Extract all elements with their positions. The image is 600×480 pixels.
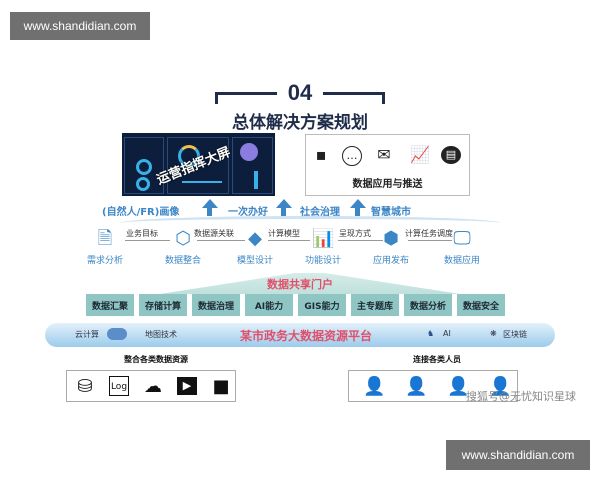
database-icon: ⛁ — [77, 375, 93, 397]
page-title: 总体解决方案规划 — [232, 113, 368, 133]
log-file-icon: Log — [109, 376, 129, 396]
platform-tech: 地图技术 — [145, 330, 177, 339]
step-item: ⬢应用发布 — [372, 228, 409, 266]
resources-box: ⛁ Log ☁ ▶ ■ — [66, 370, 236, 402]
modules-row: 数据汇聚 存储计算 数据治理 AI能力 GIS能力 主专题库 数据分析 数据安全 — [86, 294, 505, 316]
step-item: ◆模型设计 — [236, 228, 273, 266]
document-icon: ▤ — [441, 146, 461, 164]
resources-label: 整合各类数据资源 — [124, 355, 188, 364]
step-item: ⬡数据整合 — [164, 228, 201, 266]
step-item: 🖵数据应用 — [443, 228, 480, 266]
arrow-up-icon — [276, 199, 292, 216]
people-box: 👤 👤 👤 👤 — [348, 370, 518, 402]
play-icon: ▶ — [177, 377, 197, 395]
person-icon: 👤 — [489, 375, 512, 397]
module-box: 数据治理 — [192, 294, 240, 316]
dashboard-screenshot: 运营指挥大屏 — [122, 133, 275, 196]
robot-icon: ♞ — [427, 329, 435, 338]
module-box: 数据安全 — [457, 294, 505, 316]
platform-title: 某市政务大数据资源平台 — [240, 329, 373, 343]
platform-tech: AI — [443, 329, 451, 338]
connector-label: 数据源关联 — [194, 229, 234, 238]
person-icon: 👤 — [447, 375, 470, 397]
box-icon: ⬢ — [383, 228, 399, 249]
step-item: 🗎需求分析 — [86, 228, 123, 266]
source-watermark: 搜狐号@无忧知识星球 — [466, 390, 576, 403]
module-box: GIS能力 — [298, 294, 346, 316]
apps-panel-label: 数据应用与推送 — [352, 179, 423, 190]
section-number: 04 — [287, 80, 313, 105]
chat-bubble-icon: ▪ — [315, 145, 327, 164]
goal-item: (自然人/FR)画像 — [102, 207, 180, 218]
connector-label: 计算模型 — [268, 229, 300, 238]
module-box: 数据分析 — [404, 294, 452, 316]
person-icon: 👤 — [363, 375, 386, 397]
connector-label: 业务目标 — [126, 229, 158, 238]
message-circle-icon: … — [342, 146, 362, 166]
module-box: 数据汇聚 — [86, 294, 134, 316]
platform-base: 云计算 地图技术 某市政务大数据资源平台 ♞ AI ❋ 区块链 — [45, 323, 555, 347]
arrow-up-icon — [202, 199, 218, 216]
cloud-icon — [107, 328, 127, 340]
module-box: AI能力 — [245, 294, 293, 316]
site-watermark-bottom: www.shandidian.com — [446, 440, 590, 470]
people-label: 连接各类人员 — [413, 355, 461, 364]
connector-label: 计算任务调度 — [405, 229, 453, 238]
mail-icon: ✉ — [377, 145, 391, 164]
site-watermark-top: www.shandidian.com — [10, 12, 150, 40]
chart-hexagon-icon: ⬡ — [175, 228, 191, 249]
document-add-icon: 🗎 — [97, 228, 113, 249]
goal-item: 社会治理 — [300, 207, 340, 218]
person-icon: 👤 — [405, 375, 428, 397]
portal-title: 数据共享门户 — [267, 278, 333, 291]
bracket-right — [323, 92, 385, 104]
cubes-icon: ◆ — [248, 228, 262, 249]
goals-band — [120, 216, 500, 230]
module-box: 存储计算 — [139, 294, 187, 316]
platform-tech: 云计算 — [75, 330, 99, 339]
bracket-left — [215, 92, 277, 104]
cloud-network-icon: ☁ — [144, 375, 162, 397]
connector-label: 呈现方式 — [339, 229, 371, 238]
growth-chart-icon: 📈 — [410, 145, 430, 164]
monitor-clock-icon: 🖵 — [453, 228, 471, 249]
arrow-up-icon — [350, 199, 366, 216]
step-item: 📊功能设计 — [304, 228, 341, 266]
layers-icon: ■ — [212, 375, 230, 397]
apps-panel: ▪ … ✉ 📈 ▤ 数据应用与推送 — [305, 134, 470, 196]
line-chart-icon: 📊 — [312, 228, 335, 249]
platform-tech: 区块链 — [503, 330, 527, 339]
goal-item: 智慧城市 — [371, 207, 411, 218]
blockchain-icon: ❋ — [490, 329, 497, 338]
module-box: 主专题库 — [351, 294, 399, 316]
goal-item: 一次办好 — [228, 207, 268, 218]
